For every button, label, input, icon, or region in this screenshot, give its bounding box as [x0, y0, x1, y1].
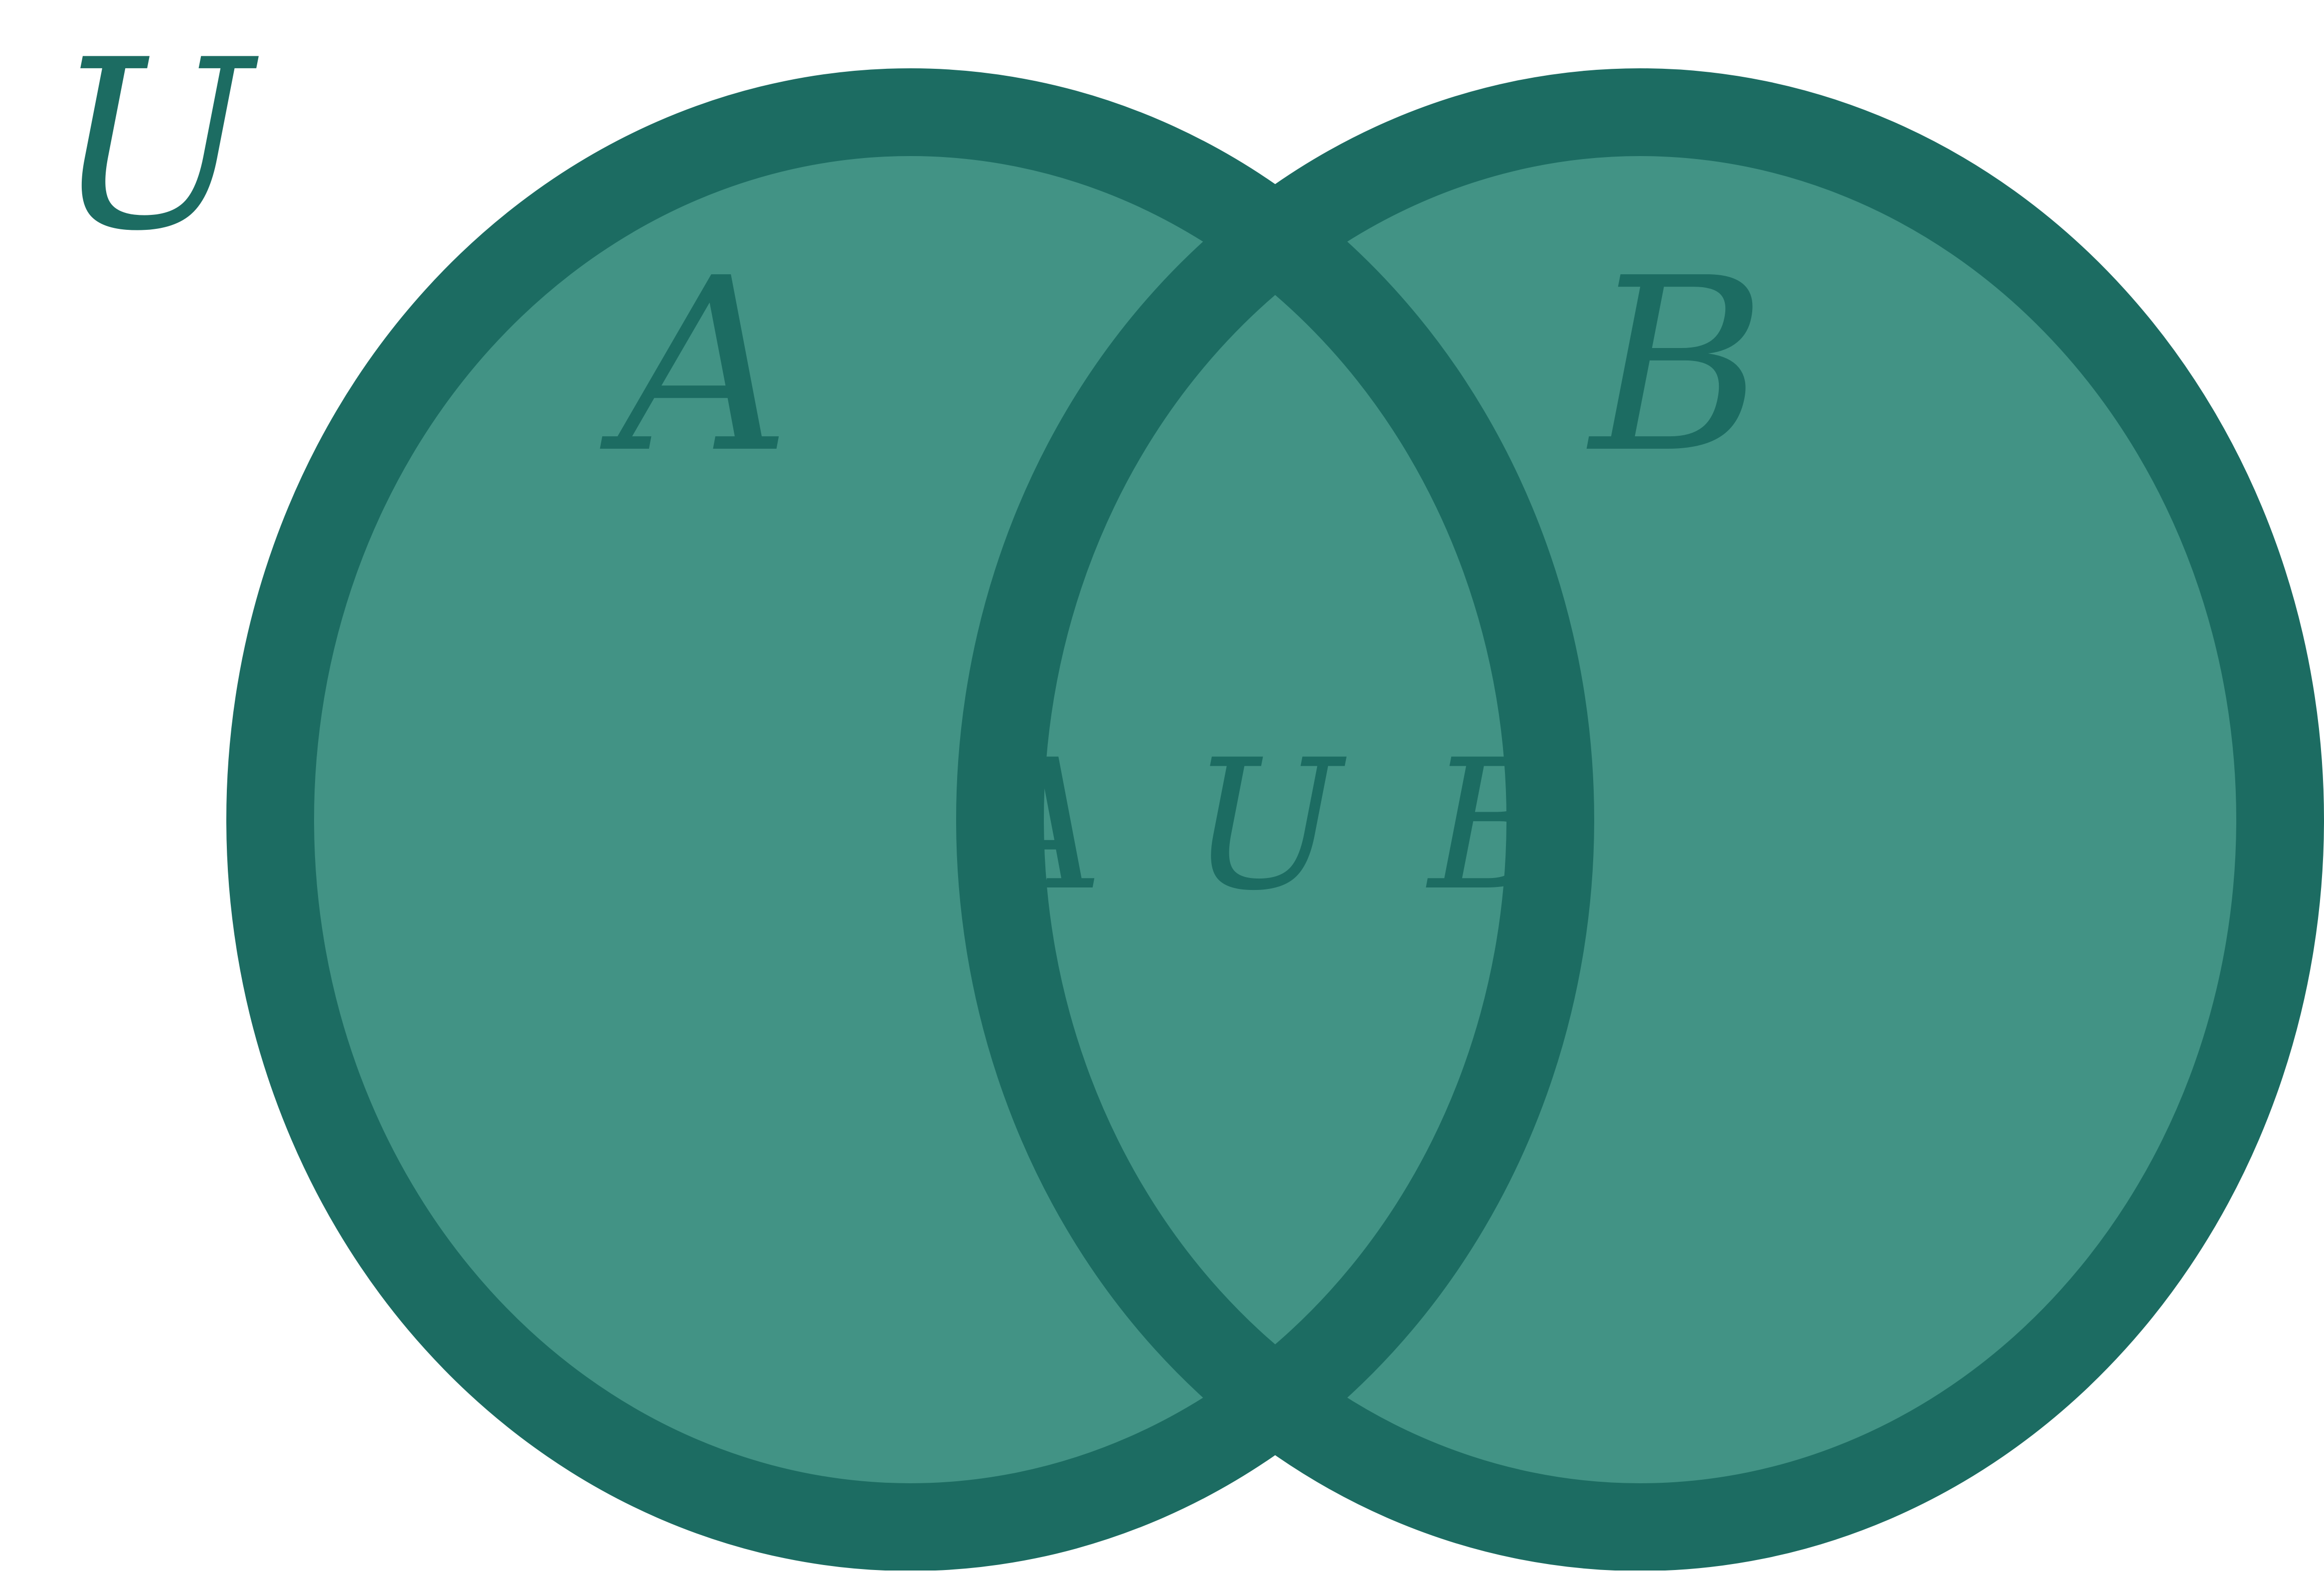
set-b-circle-fill: [1000, 112, 2280, 1527]
union-label: A U B: [960, 721, 1575, 930]
set-b-circle-outline: [956, 68, 2324, 1571]
universe-label: U: [55, 9, 260, 282]
set-a-circle-outline: [226, 68, 1594, 1571]
set-a-label: A: [600, 227, 791, 506]
set-b-label: B: [1587, 227, 1766, 506]
